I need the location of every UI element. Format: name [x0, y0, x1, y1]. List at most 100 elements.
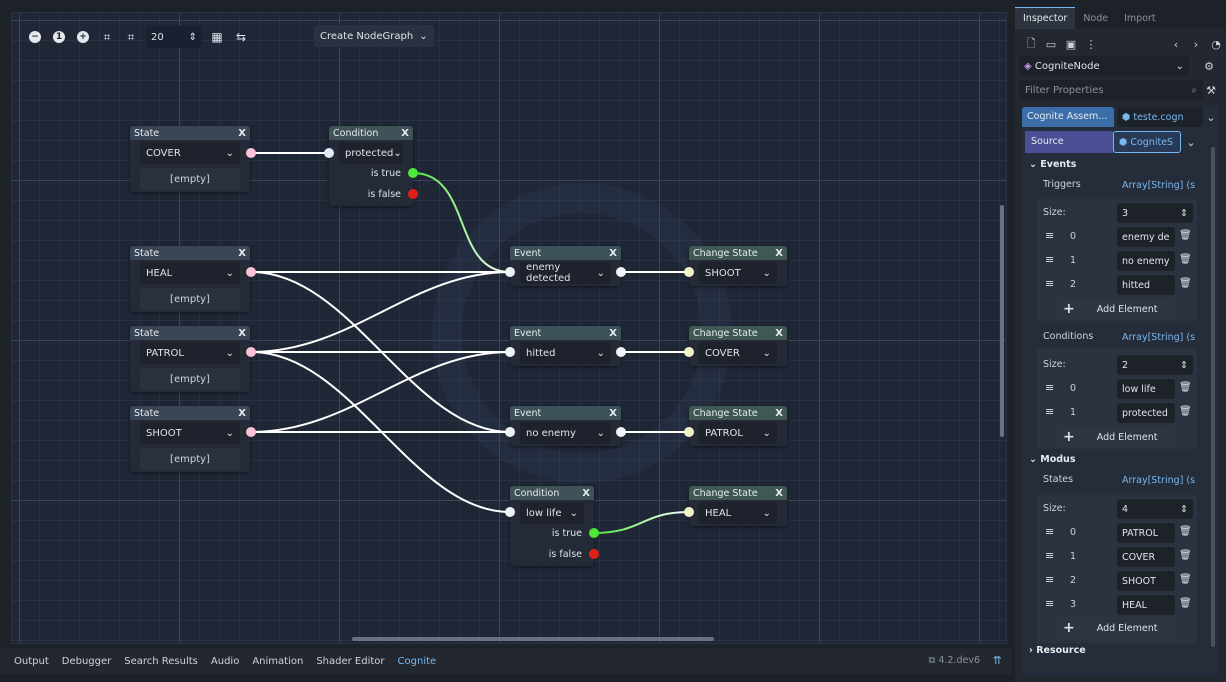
node-graph-canvas[interactable]: − 1 + ⌗ ⌗ 20⇕ ▦ ⇆ Create NodeGraph⌄ Stat…: [11, 12, 1007, 644]
drag-handle-icon[interactable]: ≡: [1045, 229, 1055, 242]
event-dropdown[interactable]: hitted⌄: [520, 342, 611, 364]
state-dropdown[interactable]: HEAL⌄: [140, 262, 240, 284]
snap-grid-icon[interactable]: ⌗: [103, 29, 111, 44]
zoom-out-icon[interactable]: −: [26, 28, 44, 46]
drag-handle-icon[interactable]: ≡: [1045, 525, 1055, 538]
add-trigger-element-button[interactable]: +Add Element: [1057, 299, 1175, 319]
trash-icon[interactable]: 🗑: [1179, 230, 1192, 241]
condition-dropdown[interactable]: low life⌄: [520, 502, 584, 524]
tab-output[interactable]: Output: [14, 655, 49, 667]
condition-element-field[interactable]: low life: [1117, 379, 1175, 399]
close-icon[interactable]: X: [238, 127, 246, 139]
open-folder-icon[interactable]: ▭: [1045, 37, 1057, 51]
tab-debugger[interactable]: Debugger: [61, 655, 112, 667]
vertical-scrollbar[interactable]: [1000, 205, 1004, 437]
close-icon[interactable]: X: [238, 407, 246, 419]
false-port[interactable]: [408, 189, 418, 199]
close-icon[interactable]: X: [609, 327, 617, 339]
history-icon[interactable]: ◔: [1211, 37, 1221, 51]
output-port[interactable]: [616, 347, 626, 357]
tab-search-results[interactable]: Search Results: [124, 655, 198, 667]
history-forward-icon[interactable]: ›: [1193, 37, 1199, 51]
drag-handle-icon[interactable]: ≡: [1045, 405, 1055, 418]
zoom-spinbox[interactable]: 20⇕: [146, 26, 202, 48]
conditions-array-field[interactable]: Array[String] (siz: [1117, 327, 1195, 347]
trigger-element-field[interactable]: enemy de: [1117, 227, 1175, 247]
trash-icon[interactable]: 🗑: [1179, 598, 1192, 609]
chevron-down-icon[interactable]: ⌄: [1206, 110, 1216, 124]
triggers-array-field[interactable]: Array[String] (siz: [1117, 175, 1195, 195]
trash-icon[interactable]: 🗑: [1179, 574, 1192, 585]
pin-panel-icon[interactable]: ⇈: [992, 654, 1002, 667]
state-dropdown[interactable]: COVER⌄: [140, 142, 240, 164]
tab-shader-editor[interactable]: Shader Editor: [316, 655, 385, 667]
inspector-scrollbar[interactable]: [1211, 147, 1215, 647]
drag-handle-icon[interactable]: ≡: [1045, 597, 1055, 610]
state-dropdown[interactable]: SHOOT⌄: [140, 422, 240, 444]
close-icon[interactable]: X: [238, 327, 246, 339]
property-cognite-assembly[interactable]: Cognite Assem...: [1022, 107, 1114, 127]
create-nodegraph-button[interactable]: Create NodeGraph⌄: [314, 25, 434, 47]
close-icon[interactable]: X: [775, 327, 783, 339]
arrange-nodes-icon[interactable]: ⇆: [235, 30, 247, 44]
condition-dropdown[interactable]: protected⌄: [339, 142, 403, 164]
state-element-field[interactable]: COVER: [1117, 547, 1175, 567]
resource-group-header[interactable]: › Resource: [1029, 645, 1086, 656]
tab-inspector[interactable]: Inspector: [1015, 7, 1076, 29]
trigger-element-field[interactable]: hitted: [1117, 275, 1175, 295]
trash-icon[interactable]: 🗑: [1179, 382, 1192, 393]
close-icon[interactable]: X: [609, 407, 617, 419]
trash-icon[interactable]: 🗑: [1179, 254, 1192, 265]
output-port[interactable]: [246, 427, 256, 437]
close-icon[interactable]: X: [609, 247, 617, 259]
object-selector[interactable]: ◈ CogniteNode ⌄: [1019, 56, 1189, 76]
horizontal-scrollbar[interactable]: [352, 637, 714, 641]
output-port[interactable]: [616, 427, 626, 437]
trash-icon[interactable]: 🗑: [1179, 278, 1192, 289]
add-condition-element-button[interactable]: +Add Element: [1057, 427, 1175, 447]
tab-cognite[interactable]: Cognite: [397, 655, 437, 667]
trash-icon[interactable]: 🗑: [1179, 550, 1192, 561]
trigger-element-field[interactable]: no enemy: [1117, 251, 1175, 271]
close-icon[interactable]: X: [775, 407, 783, 419]
drag-handle-icon[interactable]: ≡: [1045, 549, 1055, 562]
input-port[interactable]: [505, 427, 515, 437]
input-port[interactable]: [684, 507, 694, 517]
property-source[interactable]: Source: [1025, 131, 1113, 153]
tools-icon[interactable]: ⚒: [1206, 83, 1216, 97]
states-size-spinbox[interactable]: 4⇕: [1117, 499, 1193, 519]
chevron-down-icon[interactable]: ⌄: [1186, 135, 1196, 149]
new-resource-icon[interactable]: 🗋: [1026, 36, 1036, 50]
triggers-size-spinbox[interactable]: 3⇕: [1117, 203, 1193, 223]
filter-properties-input[interactable]: Filter Properties ⌕: [1019, 80, 1203, 100]
input-port[interactable]: [505, 267, 515, 277]
tab-node[interactable]: Node: [1083, 13, 1109, 24]
close-icon[interactable]: X: [775, 247, 783, 259]
output-port[interactable]: [616, 267, 626, 277]
zoom-reset-icon[interactable]: 1: [50, 28, 68, 46]
input-port[interactable]: [505, 347, 515, 357]
output-port[interactable]: [246, 267, 256, 277]
change-state-dropdown[interactable]: SHOOT⌄: [699, 262, 777, 284]
trash-icon[interactable]: 🗑: [1179, 406, 1192, 417]
tab-animation[interactable]: Animation: [252, 655, 304, 667]
event-dropdown[interactable]: no enemy⌄: [520, 422, 611, 444]
minimap-icon[interactable]: ▦: [211, 30, 223, 44]
history-back-icon[interactable]: ‹: [1173, 37, 1179, 51]
close-icon[interactable]: X: [775, 487, 783, 499]
tab-import[interactable]: Import: [1124, 13, 1156, 24]
condition-element-field[interactable]: protected: [1117, 403, 1175, 423]
events-group-header[interactable]: ⌄ Events: [1029, 159, 1076, 170]
tab-audio[interactable]: Audio: [210, 655, 240, 667]
state-element-field[interactable]: SHOOT: [1117, 571, 1175, 591]
assembly-resource-field[interactable]: ⬢ teste.cogn: [1117, 107, 1203, 127]
source-resource-field[interactable]: ⬢ CogniteS: [1113, 131, 1181, 153]
save-icon[interactable]: ▣: [1065, 37, 1077, 51]
